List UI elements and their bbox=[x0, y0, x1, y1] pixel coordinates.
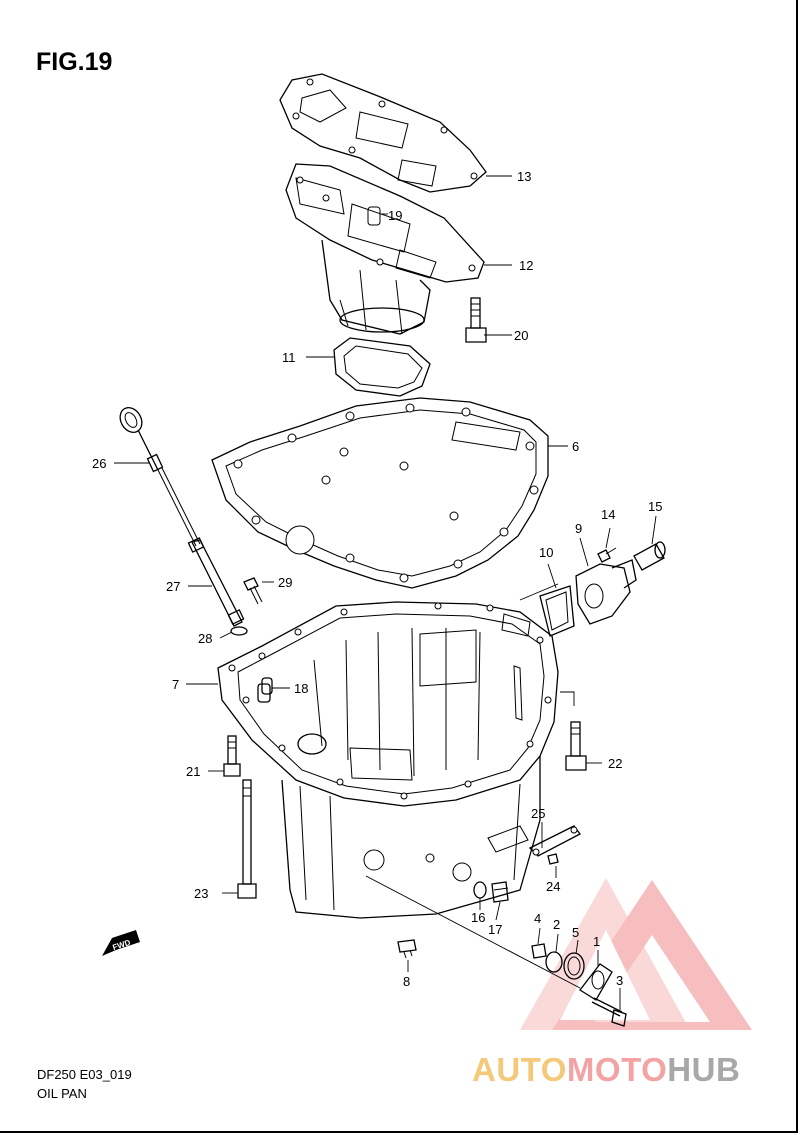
part-3-bolt bbox=[591, 997, 627, 1027]
callout-29: 29 bbox=[278, 575, 292, 590]
callout-21: 21 bbox=[186, 764, 200, 779]
callout-6: 6 bbox=[572, 439, 579, 454]
part-13-gasket bbox=[279, 73, 487, 193]
callout-16: 16 bbox=[471, 910, 485, 925]
part-11-gasket bbox=[333, 337, 431, 397]
callout-numbers: 13 12 19 20 11 6 26 27 29 28 7 18 21 22 … bbox=[92, 169, 662, 989]
callout-7: 7 bbox=[172, 677, 179, 692]
callout-2: 2 bbox=[553, 917, 560, 932]
callout-15: 15 bbox=[648, 499, 662, 514]
part-15-pipe bbox=[633, 541, 666, 571]
part-5-o-ring bbox=[563, 952, 585, 980]
part-21-bolt bbox=[223, 735, 241, 777]
part-25-bracket bbox=[528, 825, 581, 857]
part-28-o-ring bbox=[230, 626, 248, 636]
part-9-adaptor bbox=[575, 559, 637, 625]
callout-1: 1 bbox=[593, 934, 600, 949]
figure-code: DF250 E03_019 bbox=[37, 1067, 132, 1082]
part-7-oil-pan bbox=[217, 601, 559, 919]
part-18-dowel bbox=[261, 677, 273, 695]
callout-4: 4 bbox=[534, 911, 541, 926]
part-12-strainer-housing bbox=[285, 163, 485, 335]
leader-lines bbox=[114, 175, 657, 1010]
part-1-cover bbox=[579, 963, 613, 1001]
part-14-bolt bbox=[597, 547, 617, 563]
callout-25: 25 bbox=[531, 806, 545, 821]
part-8-drain-bolt bbox=[397, 939, 417, 959]
watermark-text-auto: AUTO bbox=[472, 1051, 567, 1088]
callout-14: 14 bbox=[601, 507, 615, 522]
part-27-guide-tube bbox=[187, 537, 245, 627]
part-24-bolt bbox=[547, 853, 559, 865]
callout-22: 22 bbox=[608, 756, 622, 771]
part-23-long-bolt bbox=[237, 779, 257, 899]
callout-28: 28 bbox=[198, 631, 212, 646]
callout-27: 27 bbox=[166, 579, 180, 594]
callout-19: 19 bbox=[388, 208, 402, 223]
watermark-text-moto: MOTO bbox=[566, 1051, 668, 1088]
callout-10: 10 bbox=[539, 545, 553, 560]
callout-5: 5 bbox=[572, 925, 579, 940]
figure-title: FIG.19 bbox=[36, 48, 113, 76]
callout-18: 18 bbox=[294, 681, 308, 696]
watermark-brand-text: AUTOMOTOHUB bbox=[472, 1051, 740, 1089]
figure-name: OIL PAN bbox=[37, 1086, 87, 1101]
part-29-bolt bbox=[243, 577, 263, 605]
callout-13: 13 bbox=[517, 169, 531, 184]
callout-26: 26 bbox=[92, 456, 106, 471]
callout-12: 12 bbox=[519, 258, 533, 273]
part-20-bolt bbox=[465, 297, 487, 343]
part-10-gasket bbox=[539, 585, 575, 637]
part-26-dipstick bbox=[119, 407, 201, 547]
callout-20: 20 bbox=[514, 328, 528, 343]
part-2-plug bbox=[545, 951, 563, 973]
callout-9: 9 bbox=[575, 521, 582, 536]
callout-24: 24 bbox=[546, 879, 560, 894]
watermark-logo-triangles bbox=[520, 878, 752, 1030]
part-22-bolt bbox=[565, 721, 587, 771]
part-6-gasket bbox=[211, 397, 549, 589]
watermark-text-hub: HUB bbox=[667, 1051, 741, 1088]
callout-23: 23 bbox=[194, 886, 208, 901]
fwd-arrow-icon: FWD bbox=[102, 930, 140, 956]
part-16-washer bbox=[473, 881, 487, 899]
callout-11: 11 bbox=[282, 350, 296, 365]
callout-17: 17 bbox=[488, 922, 502, 937]
part-4-bolt bbox=[531, 943, 547, 959]
callout-8: 8 bbox=[403, 974, 410, 989]
callout-3: 3 bbox=[616, 973, 623, 988]
part-17-plug bbox=[491, 881, 509, 903]
